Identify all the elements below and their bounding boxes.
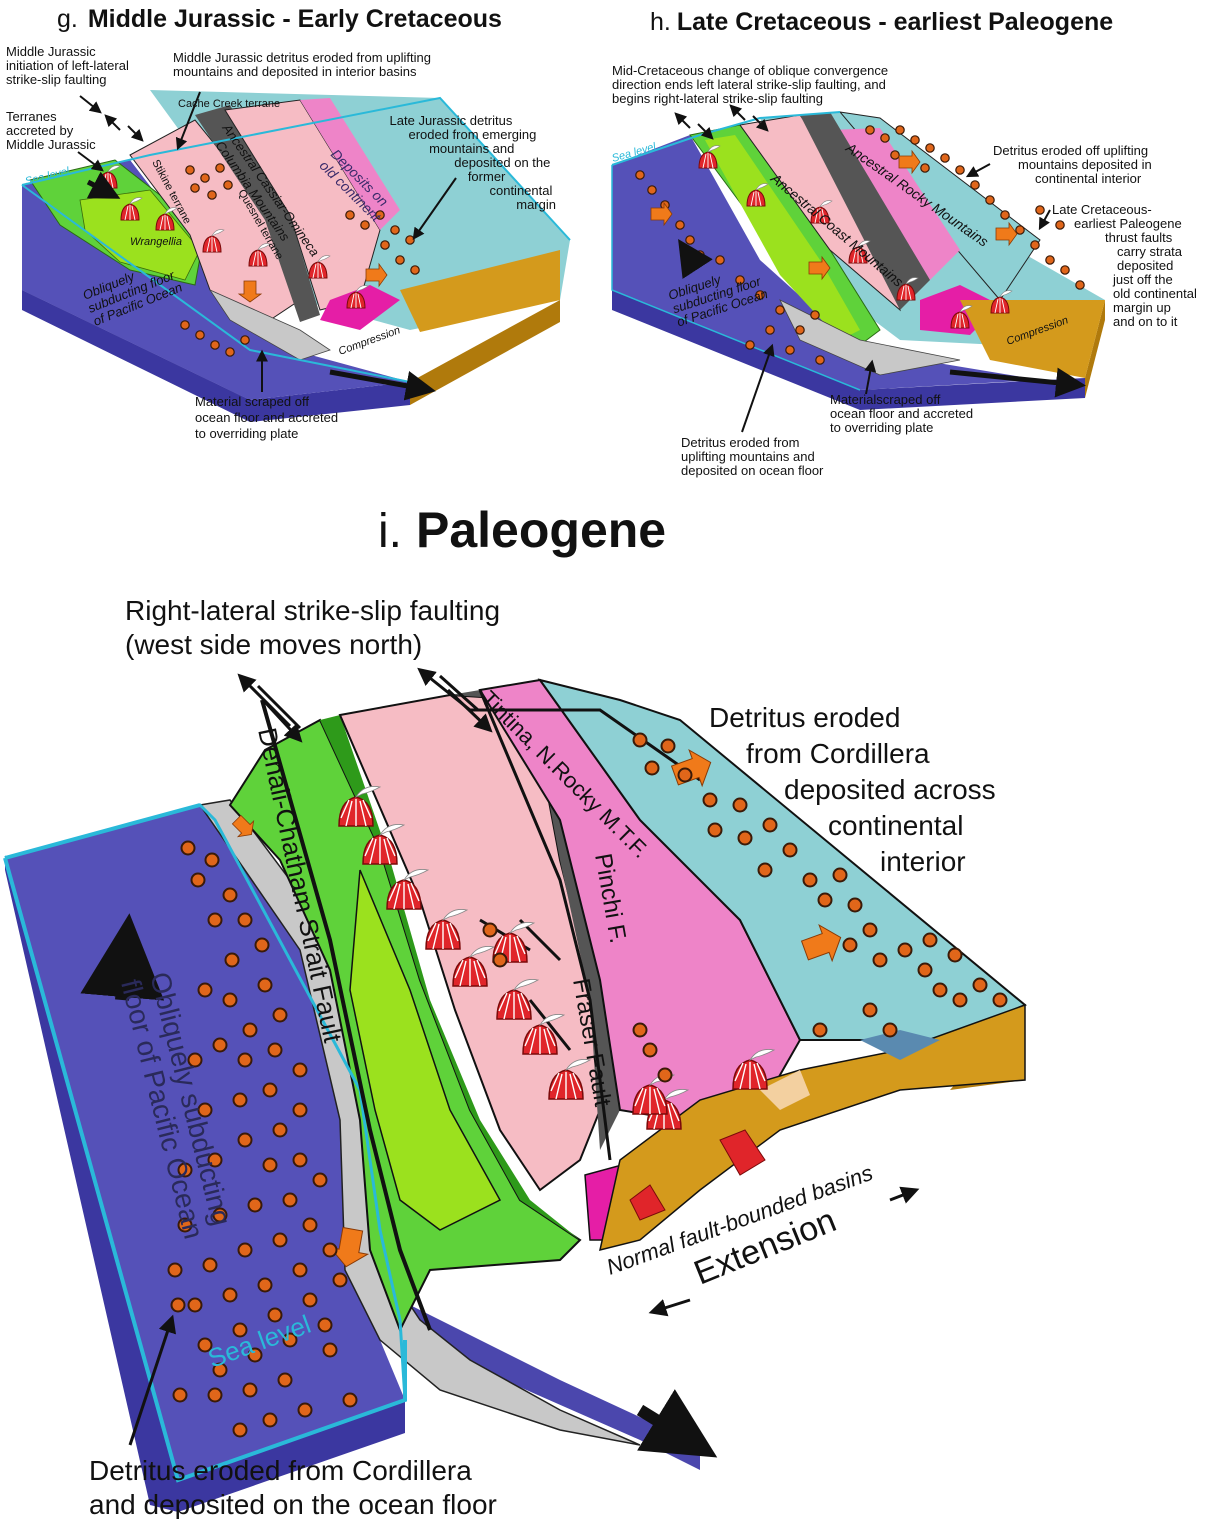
compression-label-g: Compression [337,324,402,357]
mid-cretaceous-label: Mid-Cretaceous change of oblique converg… [612,63,892,106]
panel-i-letter: i. [378,505,402,558]
right-lateral-label: Right-lateral strike-slip faulting (west… [125,595,508,660]
wrangellia-label: Wrangellia [130,236,182,248]
panel-g: g. Middle Jurassic - Early Cretaceous [6,5,570,441]
initiation-label: Middle Jurassic initiation of left-later… [6,44,132,87]
panel-h-title: Late Cretaceous - earliest Paleogene [677,8,1113,36]
panel-h: h.Late Cretaceous - earliest Paleogene [611,8,1201,478]
panel-h-letter: h. [650,8,671,36]
detritus-interior-label-h: Detritus eroded off uplifting mountains … [993,143,1155,186]
panel-i-title: Paleogene [416,502,666,558]
detritus-interior-label-g: Middle Jurassic detritus eroded from upl… [173,50,435,79]
panel-g-title: Middle Jurassic - Early Cretaceous [88,5,502,33]
panel-i: i. Paleogene [5,502,1025,1519]
svg-text:i.Paleogene: i. Paleogene [378,502,666,558]
terranes-label: Terranes accreted by Middle Jurassic [6,109,96,152]
svg-text:g.Middle Jurassic - Early Cret: g. Middle Jurassic - Early Cretaceous [57,5,502,33]
panel-g-letter: g. [57,5,78,33]
detritus-ocean-label-h: Detritus eroded from uplifting mountains… [681,435,824,478]
svg-text:h.Late Cretaceous - earliest P: h.Late Cretaceous - earliest Paleogene [650,8,1113,36]
